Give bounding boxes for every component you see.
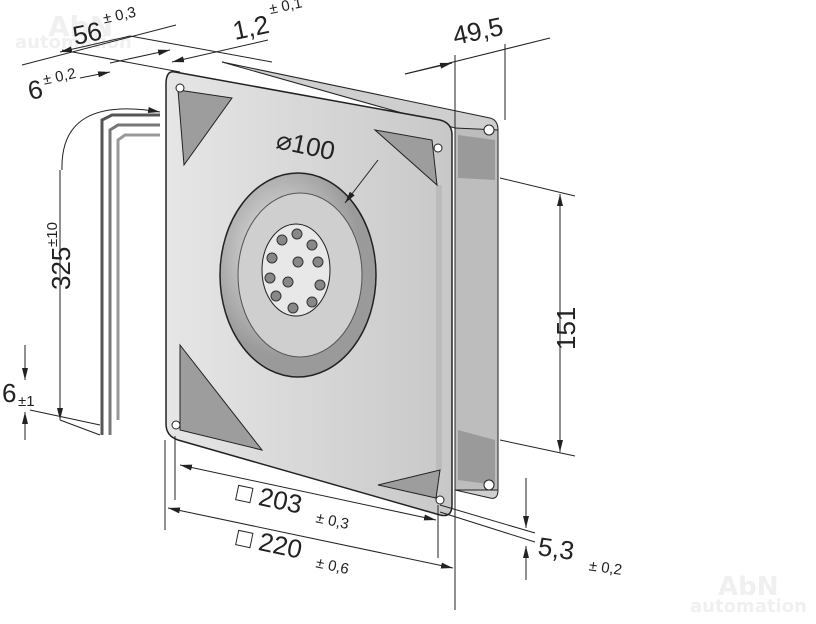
svg-text:± 0,2: ± 0,2 <box>588 557 623 578</box>
svg-text:151: 151 <box>551 307 581 350</box>
svg-text:AbN: AbN <box>718 572 779 602</box>
svg-text:6: 6 <box>25 74 45 106</box>
dim-offset: 6 ± 0,2 <box>25 65 77 106</box>
cable <box>100 113 160 435</box>
svg-text:±1: ±1 <box>18 393 35 410</box>
svg-text:automation: automation <box>15 32 132 53</box>
watermark-bottom: AbN automation <box>690 572 807 617</box>
svg-text:± 0,3: ± 0,3 <box>101 4 137 28</box>
svg-text:AbN: AbN <box>48 10 113 43</box>
watermark-top: AbN automation <box>15 10 132 53</box>
svg-text:±10: ±10 <box>44 222 61 247</box>
svg-text:6: 6 <box>2 378 16 408</box>
svg-text:± 0,1: ± 0,1 <box>268 0 304 18</box>
svg-text:□ 220: □ 220 <box>234 522 305 565</box>
svg-text:± 0,3: ± 0,3 <box>314 509 350 533</box>
dim-cable-length: 325 ±10 <box>44 222 76 290</box>
dim-depth: 56 ± 0,3 <box>70 4 138 51</box>
svg-text:325: 325 <box>46 247 76 290</box>
dim-hole-diameter: 5,3 ± 0,2 <box>536 531 623 579</box>
svg-text:49,5: 49,5 <box>450 11 506 51</box>
dim-strip-length: 6 ±1 <box>2 378 35 410</box>
svg-text:automation: automation <box>690 596 807 617</box>
svg-text:□ 203: □ 203 <box>234 477 305 520</box>
dim-flange: 1,2 ± 0,1 <box>230 0 304 46</box>
svg-text:± 0,6: ± 0,6 <box>314 554 350 578</box>
svg-text:56: 56 <box>70 16 105 51</box>
svg-text:± 0,2: ± 0,2 <box>41 65 77 89</box>
dimension-lines <box>21 24 576 610</box>
svg-text:1,2: 1,2 <box>230 9 272 46</box>
svg-text:5,3: 5,3 <box>536 531 576 566</box>
fan-impeller <box>219 172 377 378</box>
dim-height: 151 <box>551 307 581 350</box>
dim-outlet-depth: 49,5 <box>450 11 506 51</box>
